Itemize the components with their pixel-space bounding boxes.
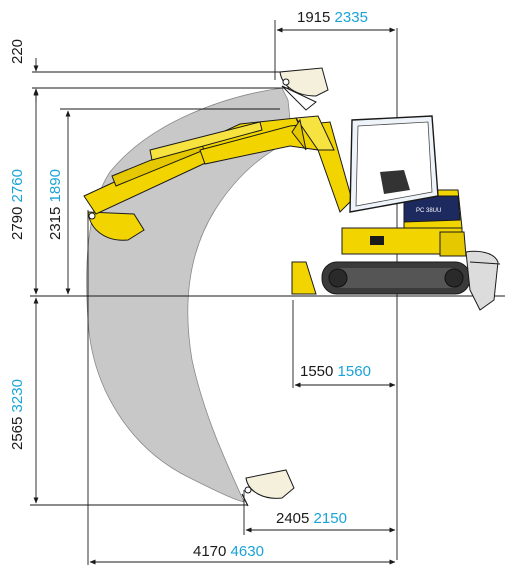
- svg-text:2565 3230: 2565 3230: [9, 379, 26, 450]
- boom-main: [199, 115, 353, 213]
- bottom-reach-black: 2405: [276, 510, 309, 527]
- max-height-black: 2790: [9, 207, 26, 240]
- top-offset-black: 220: [9, 39, 26, 64]
- dim-label-top-width: 1915 2335: [297, 9, 368, 26]
- dimension-arrows: [33, 27, 396, 565]
- dump-height-blue: 1890: [47, 169, 64, 202]
- svg-text:1915 2335: 1915 2335: [297, 9, 368, 26]
- dim-label-tail-radius: 1550 1560: [300, 363, 371, 380]
- dim-label-max-height: 2790 2760: [9, 169, 26, 240]
- dim-label-bottom-reach: 2405 2150: [276, 510, 347, 527]
- bucket-top: [279, 67, 329, 111]
- svg-text:4170 4630: 4170 4630: [193, 543, 264, 560]
- svg-text:220: 220: [9, 39, 26, 64]
- max-reach-blue: 4630: [231, 543, 264, 560]
- dim-label-max-reach: 4170 4630: [193, 543, 264, 560]
- dump-height-black: 2315: [47, 207, 64, 240]
- max-reach-black: 4170: [193, 543, 226, 560]
- svg-text:1550 1560: 1550 1560: [300, 363, 371, 380]
- bucket-bottom: [241, 469, 295, 507]
- dig-depth-blue: 3230: [9, 379, 26, 412]
- model-badge: PC 38UU: [416, 208, 441, 214]
- excavator-body: PC 38UU: [291, 115, 501, 311]
- bucket-left: [87, 211, 145, 241]
- top-width-black: 1915: [297, 9, 330, 26]
- bottom-reach-blue: 2150: [314, 510, 347, 527]
- dim-label-top-offset: 220: [9, 39, 26, 64]
- svg-text:2790 2760: 2790 2760: [9, 169, 26, 240]
- tail-radius-black: 1550: [300, 363, 333, 380]
- max-height-blue: 2760: [9, 169, 26, 202]
- top-width-blue: 2335: [335, 9, 368, 26]
- svg-text:2405 2150: 2405 2150: [276, 510, 347, 527]
- dozer-blade: [291, 261, 317, 295]
- svg-text:2315 1890: 2315 1890: [47, 169, 64, 240]
- tail-radius-blue: 1560: [338, 363, 371, 380]
- dig-depth-black: 2565: [9, 417, 26, 450]
- dim-label-dump-height: 2315 1890: [47, 169, 64, 240]
- dim-label-dig-depth: 2565 3230: [9, 379, 26, 450]
